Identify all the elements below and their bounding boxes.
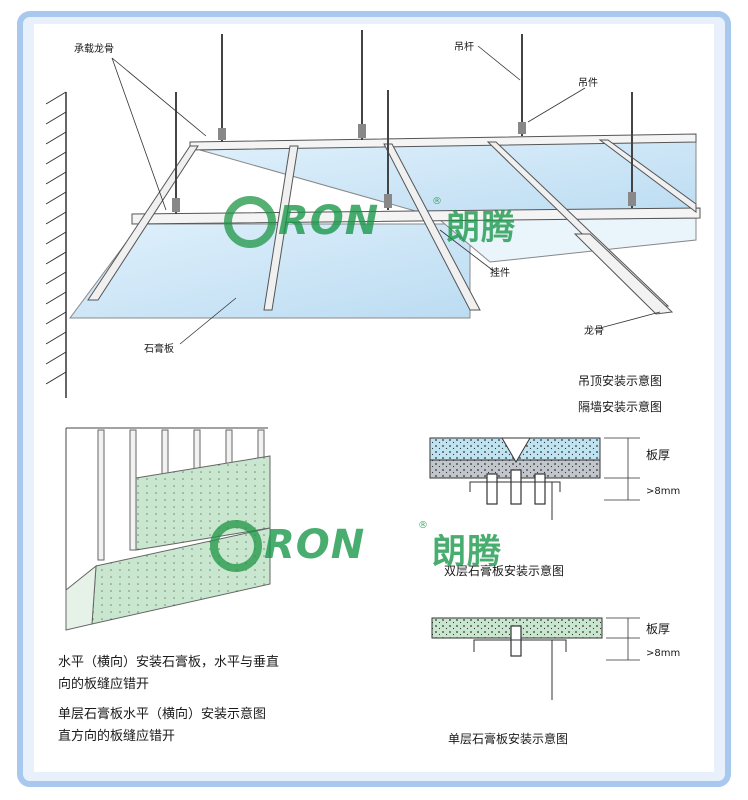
partition-text-line4: 直方向的板缝应错开	[58, 729, 176, 744]
single-thickness-label: 板厚	[646, 622, 671, 636]
caption-partition: 隔墙安装示意图	[578, 400, 663, 414]
single-layer-diagram	[431, 617, 640, 700]
watermark-registered-2: ®	[418, 520, 428, 531]
double-layer-diagram	[429, 437, 640, 520]
partition-text-line1: 水平（横向）安装石膏板，水平与垂直	[58, 655, 280, 670]
watermark-chinese-2: 朗腾	[432, 532, 502, 572]
label-keel: 龙骨	[584, 326, 604, 337]
label-rod: 吊杆	[454, 42, 474, 53]
label-board: 石膏板	[144, 344, 174, 355]
single-gap-label: >8mm	[646, 648, 681, 659]
watermark-logo-mark-1	[224, 196, 276, 248]
partition-text-line2: 向的板缝应错开	[58, 677, 150, 692]
label-clip: 挂件	[490, 268, 510, 279]
double-layer-caption: 双层石膏板安装示意图	[444, 564, 565, 578]
label-hanger: 吊件	[578, 78, 598, 89]
watermark-logo-mark-2	[210, 520, 262, 572]
caption-ceiling: 吊顶安装示意图	[578, 374, 663, 388]
watermark-registered-1: ®	[432, 196, 442, 207]
single-layer-caption: 单层石膏板安装示意图	[448, 732, 569, 746]
ceiling-diagram	[45, 30, 701, 398]
partition-text-line3: 单层石膏板水平（横向）安装示意图	[58, 707, 267, 722]
watermark-brand-2: RON	[264, 522, 366, 568]
double-thickness-label: 板厚	[646, 448, 671, 462]
double-gap-label: >8mm	[646, 486, 681, 497]
watermark-chinese-1: 朗腾	[446, 208, 516, 248]
label-main-keel: 承载龙骨	[74, 44, 114, 55]
watermark-brand-1: RON	[278, 198, 380, 244]
